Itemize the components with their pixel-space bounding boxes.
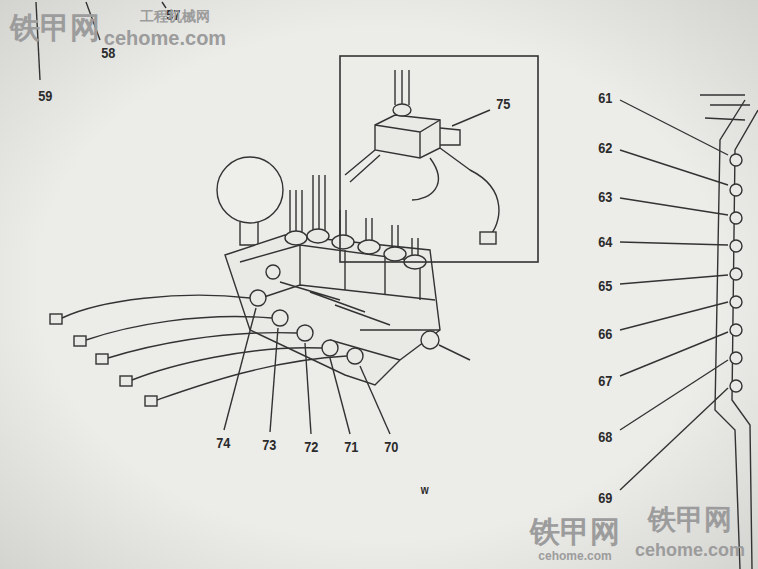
callout-number: 65 [598, 278, 612, 293]
callout-number: 69 [598, 490, 612, 505]
callout-number: 70 [384, 439, 398, 454]
watermark: 铁甲网 [10, 13, 100, 43]
callout-number: 74 [216, 435, 230, 450]
callout-number: 67 [598, 373, 612, 388]
watermark: 铁甲网 [648, 506, 732, 534]
callout-number: 66 [598, 326, 612, 341]
callout-number: 68 [598, 429, 612, 444]
watermark: cehome.com [538, 550, 611, 562]
callout-number: 73 [262, 437, 276, 452]
watermark: cehome.com [635, 541, 745, 559]
sheet-mark: w [421, 484, 429, 496]
callout-number: 75 [496, 96, 510, 111]
callout-number: 62 [598, 140, 612, 155]
callout-number: 72 [304, 439, 318, 454]
callout-number: 63 [598, 189, 612, 204]
watermark: 铁甲网 [530, 517, 620, 547]
callout-number: 71 [344, 439, 358, 454]
callout-number: 59 [38, 88, 52, 103]
callout-number: 61 [598, 90, 612, 105]
callout-number: 64 [598, 234, 612, 249]
watermark: 工程机械网 [140, 9, 210, 23]
watermark: cehome.com [104, 28, 226, 48]
